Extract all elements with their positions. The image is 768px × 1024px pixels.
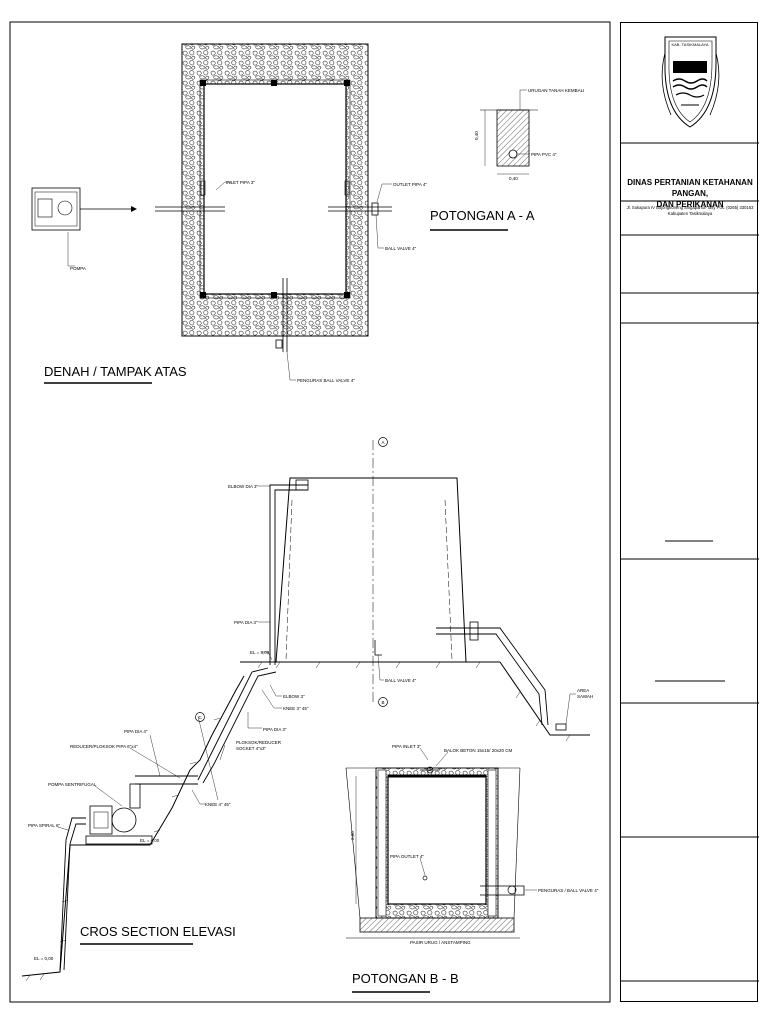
section-aa-title: POTONGAN A - A — [430, 208, 535, 223]
dim-aa-height: 0,40 — [474, 131, 479, 140]
label-penguras-bb: PENGURAS / BALL VALVE 4" — [538, 888, 599, 893]
label-penguras-ball-valve: PENGURAS BALL VALVE 4" — [297, 378, 355, 383]
section-bb-title: POTONGAN B - B — [352, 971, 459, 986]
drawing-frame — [9, 21, 611, 1003]
elevation-title: CROS SECTION ELEVASI — [80, 924, 236, 939]
dim-bb: 2,00 — [350, 831, 355, 840]
section-aa — [480, 89, 538, 175]
marker-a: A — [382, 440, 385, 445]
label-el-mid: EL = 4,00 — [140, 838, 160, 843]
org-address-line1: Jl. Sukapura IV Bojongkoneng Singaparna-… — [626, 205, 754, 210]
title-block: KAB. TASIKMALAYA DINAS PERTANIAN KETAHAN… — [620, 22, 759, 1002]
label-ball-valve: BALL VALVE 4" — [385, 246, 417, 251]
label-pipa-dia-3b: PIPA DIA 3" — [263, 727, 287, 732]
label-pompa-sentrifugal: POMPA SENTRIFUGAL — [48, 782, 97, 787]
label-socket: SOCKET 4"x3" — [236, 746, 267, 751]
label-outlet-pipa: OUTLET PIPA 4" — [393, 182, 427, 187]
plan-view — [31, 43, 392, 381]
label-pompa: POMPA — [70, 266, 86, 271]
label-area-sawah-1: AREA — [577, 688, 589, 693]
label-area-sawah-2: SAWAH — [577, 694, 593, 699]
marker-c: C — [199, 715, 203, 720]
label-pasir-urug: PASIR URUG / ANSTAMPING — [410, 940, 471, 945]
label-ball-valve-4: BALL VALVE 4" — [385, 678, 417, 683]
label-elbow-dia: ELBOW DIA 3" — [228, 484, 259, 489]
label-pipa-dia-4: PIPA DIA 4" — [124, 729, 148, 734]
label-knee-3-45: KNEE 3" 45" — [283, 706, 309, 711]
label-pipa-spiral: PIPA SPIRAL 6" — [28, 823, 61, 828]
label-el-low: EL = 0,00 — [34, 956, 54, 961]
org-name: DINAS PERTANIAN KETAHANAN PANGAN, DAN PE… — [621, 177, 759, 210]
plan-title: DENAH / TAMPAK ATAS — [44, 364, 187, 379]
label-pipa-pvc: PIPA PVC 4" — [531, 152, 557, 157]
logo-emblem: KAB. TASIKMALAYA — [661, 36, 720, 128]
marker-b: B — [382, 700, 385, 705]
section-bb — [345, 747, 537, 939]
label-el-top: EL = 8,00 — [250, 650, 270, 655]
elevation-view — [21, 437, 590, 977]
dim-aa-width: 0,40 — [509, 176, 518, 181]
label-elbow-3: ELBOW 3" — [283, 694, 305, 699]
org-address-line2: Kabupaten Tasikmalaya — [667, 211, 713, 216]
pump-symbol — [31, 187, 81, 231]
label-ploksok-reducer: PLOKSOK/REDUCER — [236, 740, 282, 745]
org-address: Jl. Sukapura IV Bojongkoneng Singaparna-… — [621, 205, 759, 217]
label-pipa-inlet-3: PIPA INLET 3" — [392, 744, 421, 749]
ground-ticks — [25, 661, 571, 982]
org-name-line2: DAN PERIKANAN — [656, 200, 724, 209]
label-pipa-outlet-4: PIPA OUTLET 4" — [390, 854, 424, 859]
label-urugan-tanah: URUGAN TANAH KEMBALI — [528, 88, 584, 93]
label-pipa-dia-3a: PIPA DIA 3" — [234, 620, 258, 625]
label-balok-beton: BALOK BETON 15x15/ 20x20 CM — [444, 748, 512, 753]
label-inlet-pipa: INLET PIPA 3" — [226, 180, 255, 185]
svg-text:KAB. TASIKMALAYA: KAB. TASIKMALAYA — [671, 42, 708, 47]
org-name-line1: DINAS PERTANIAN KETAHANAN PANGAN, — [627, 178, 753, 198]
label-reducer: REDUCER/PLOKSOK PIPA 6"x4" — [70, 744, 138, 749]
title-block-grid — [621, 142, 759, 982]
label-knee-4-45: KNEE 4" 45" — [205, 802, 231, 807]
